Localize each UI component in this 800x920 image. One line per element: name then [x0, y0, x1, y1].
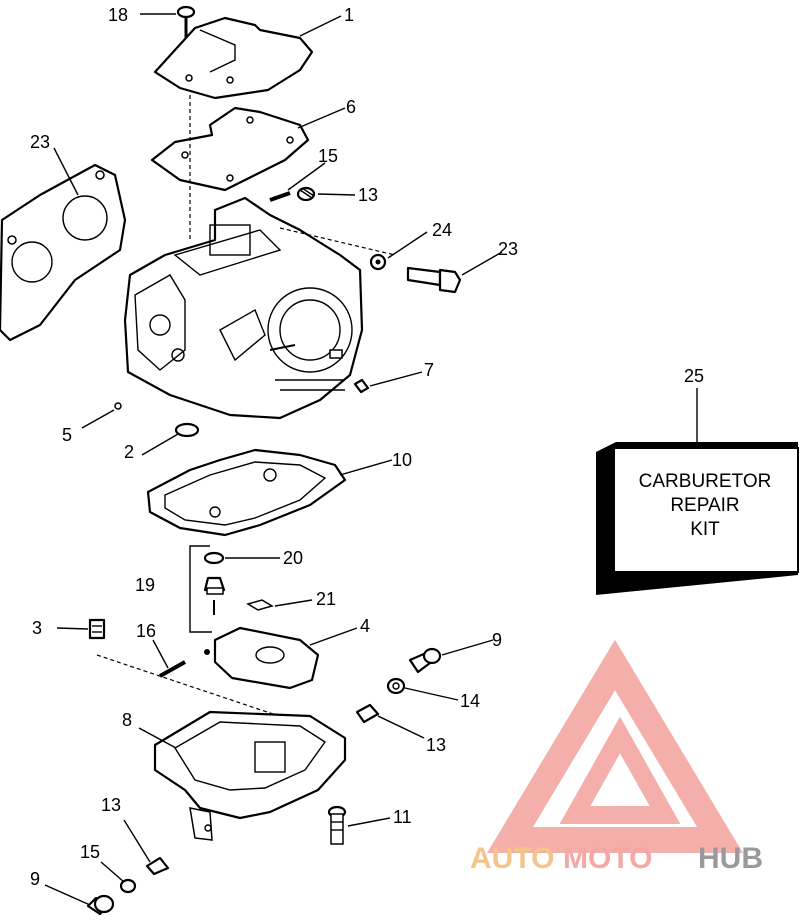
part-7-plug: [353, 378, 370, 394]
callout-3: 3: [32, 618, 42, 638]
watermark-text-moto: MOTO: [563, 842, 652, 875]
bracket-19: [189, 545, 212, 633]
callout-6: 6: [346, 97, 356, 117]
callout-1: 1: [344, 5, 354, 25]
callout-2: 2: [124, 442, 134, 462]
kit-label-line2: REPAIR: [670, 495, 739, 516]
callout-25: 25: [684, 366, 704, 386]
part-14-pin: [269, 191, 291, 202]
watermark-text-hub: HUB: [698, 842, 763, 875]
part-5-ball: [114, 402, 122, 410]
part-8-float-bowl: [153, 710, 347, 841]
part-24-washer: [369, 253, 387, 271]
part-6-plate: [150, 95, 310, 240]
part-2-ring: [174, 422, 200, 438]
callout-12: 13: [358, 185, 378, 205]
part-9-screw-lower: [86, 894, 115, 916]
callout-15-lower: 15: [80, 842, 100, 862]
callout-18: 18: [108, 5, 128, 25]
part-1-cover-plate: [153, 16, 314, 100]
callout-13-upper: 13: [426, 735, 446, 755]
callout-7: 7: [424, 360, 434, 380]
part-10-gasket: [146, 448, 347, 537]
callout-8: 8: [122, 710, 132, 730]
part-13-jet-lower: [145, 856, 170, 876]
callout-23: 23: [30, 132, 50, 152]
part-3-plug: [88, 618, 106, 640]
callout-11: 11: [393, 807, 412, 827]
callout-13-lower: 13: [101, 795, 121, 815]
part-16-pin: [159, 660, 186, 678]
leader-lines: [44, 13, 698, 906]
callout-15-upper: 14: [460, 691, 480, 711]
part-9-screw-upper: [408, 647, 442, 674]
callout-24: 24: [432, 220, 452, 240]
watermark-logo: [487, 639, 743, 853]
part-15-washer-upper: [386, 677, 406, 695]
callout-4: 4: [360, 616, 370, 636]
part-11-screw: [327, 805, 347, 845]
part-25-repair-kit-box: [596, 442, 799, 595]
part-12-spring: [296, 186, 316, 202]
callout-19: 19: [135, 575, 155, 595]
part-20-washer: [203, 551, 225, 565]
part-18-screw: [176, 5, 196, 40]
callout-5: 5: [62, 425, 72, 445]
callout-21: 21: [316, 589, 336, 609]
callout-9-upper: 9: [492, 630, 502, 650]
callout-9-lower: 9: [30, 869, 40, 889]
callout-16: 16: [136, 621, 156, 641]
watermark-text-auto: AUTO: [470, 842, 554, 875]
kit-label-line3: KIT: [690, 519, 720, 540]
kit-label-line1: CARBURETOR: [639, 471, 772, 492]
callout-10: 10: [392, 450, 412, 470]
callout-22: 23: [498, 239, 518, 259]
part-19-needle-seat: [203, 576, 226, 615]
part-23-gasket: [0, 163, 127, 342]
carburetor-body: [123, 196, 364, 420]
callout-14: 15: [318, 146, 338, 166]
part-21-clip: [246, 599, 274, 611]
part-15-washer-lower: [119, 878, 137, 894]
part-4-float: [204, 626, 320, 690]
part-13-jet-upper: [355, 703, 380, 724]
callout-20: 20: [283, 548, 303, 568]
part-22-screw: [406, 266, 462, 294]
